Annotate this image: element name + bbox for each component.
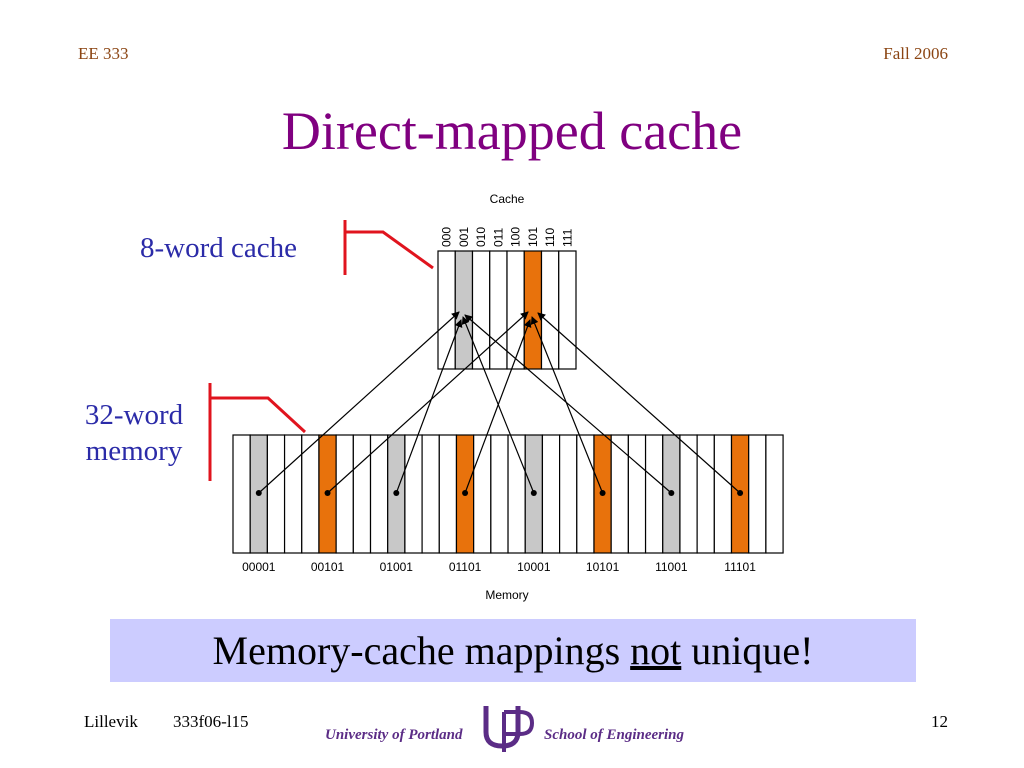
memory-slot — [473, 434, 492, 554]
memory-slot — [696, 434, 715, 554]
term-label: Fall 2006 — [883, 44, 948, 63]
cache-slot — [506, 250, 525, 370]
memory-size-label-line2: memory — [85, 435, 183, 467]
memory-slot — [765, 434, 784, 554]
banner-emphasis: not — [630, 628, 682, 673]
memory-slot — [369, 434, 389, 554]
cache-index-label: 001 — [457, 227, 471, 247]
memory-address-label: 10101 — [586, 560, 620, 574]
memory-slot — [644, 434, 664, 554]
slide-title: Direct-mapped cache — [281, 101, 743, 161]
memory-address-label: 00001 — [242, 560, 276, 574]
mapping-arrow — [327, 311, 529, 494]
memory-slot — [713, 434, 733, 554]
memory-size-label: 32-word memory — [74, 397, 194, 469]
cache-size-label: 8-word cache — [140, 232, 297, 264]
cache-array — [437, 250, 577, 370]
memory-address-label: 11001 — [655, 560, 688, 574]
course-label: EE 333 — [78, 44, 129, 63]
cache-index-label: 111 — [560, 228, 574, 247]
university-name: University of Portland — [325, 727, 463, 743]
cache-slot — [540, 250, 560, 370]
memory-array — [232, 434, 784, 554]
memory-address-labels: 00001 00101 01001 01101 10001 10101 11001 11101 — [242, 560, 756, 574]
cache-bracket — [343, 220, 434, 275]
mapping-arrow — [395, 319, 463, 494]
memory-address-label: 00101 — [311, 560, 345, 574]
memory-slot — [232, 434, 251, 554]
cache-slot — [471, 250, 491, 370]
size-brackets — [208, 220, 434, 481]
memory-slot — [266, 434, 286, 554]
memory-bracket — [208, 383, 307, 481]
memory-slot — [335, 434, 354, 554]
memory-address-label: 01101 — [449, 560, 482, 574]
mapping-arrows — [255, 311, 744, 496]
cache-slot — [523, 250, 543, 370]
conclusion-banner: Memory-cache mappings not unique! — [110, 619, 916, 682]
cache-index-label: 100 — [509, 227, 523, 247]
memory-slot — [748, 434, 767, 554]
memory-slot — [438, 434, 458, 554]
mapping-arrow — [537, 312, 741, 494]
footer-author: Lillevik — [84, 712, 138, 731]
cache-index-label: 000 — [440, 227, 454, 247]
memory-slot — [507, 434, 526, 554]
memory-slot — [559, 434, 578, 554]
memory-slot — [627, 434, 647, 554]
memory-address-label: 01001 — [380, 560, 414, 574]
cache-index-label: 110 — [543, 228, 557, 247]
memory-address-label: 11101 — [724, 560, 756, 574]
cache-slot — [437, 250, 456, 370]
memory-slot — [352, 434, 372, 554]
memory-slot — [404, 434, 423, 554]
memory-slot — [421, 434, 440, 554]
footer-lecture-code: 333f06-l15 — [173, 712, 249, 731]
university-logo-icon — [483, 706, 535, 752]
cache-index-label: 010 — [474, 227, 488, 247]
memory-slot — [490, 434, 509, 554]
cache-caption: Cache — [490, 192, 525, 206]
memory-address-label: 10001 — [517, 560, 551, 574]
mapping-arrow — [464, 314, 672, 494]
banner-text-before: Memory-cache mappings — [212, 628, 631, 673]
mapping-arrow — [258, 311, 460, 494]
memory-slot — [283, 434, 303, 554]
cache-slot — [558, 250, 577, 370]
memory-slot — [301, 434, 320, 554]
banner-text-after: unique! — [681, 628, 814, 673]
mapping-arrow — [461, 316, 535, 494]
memory-size-label-line1: 32-word — [84, 399, 184, 431]
memory-slot — [576, 434, 595, 554]
mapping-arrow — [464, 319, 532, 494]
cache-index-label: 011 — [491, 228, 505, 247]
footer-page-number: 12 — [931, 712, 948, 731]
memory-slot — [541, 434, 561, 554]
mapping-arrow — [530, 316, 604, 494]
memory-slot — [610, 434, 629, 554]
cache-slot — [454, 250, 474, 370]
cache-slot — [489, 250, 508, 370]
cache-index-label: 101 — [526, 227, 540, 247]
memory-caption: Memory — [485, 588, 528, 602]
school-name: School of Engineering — [544, 727, 685, 743]
